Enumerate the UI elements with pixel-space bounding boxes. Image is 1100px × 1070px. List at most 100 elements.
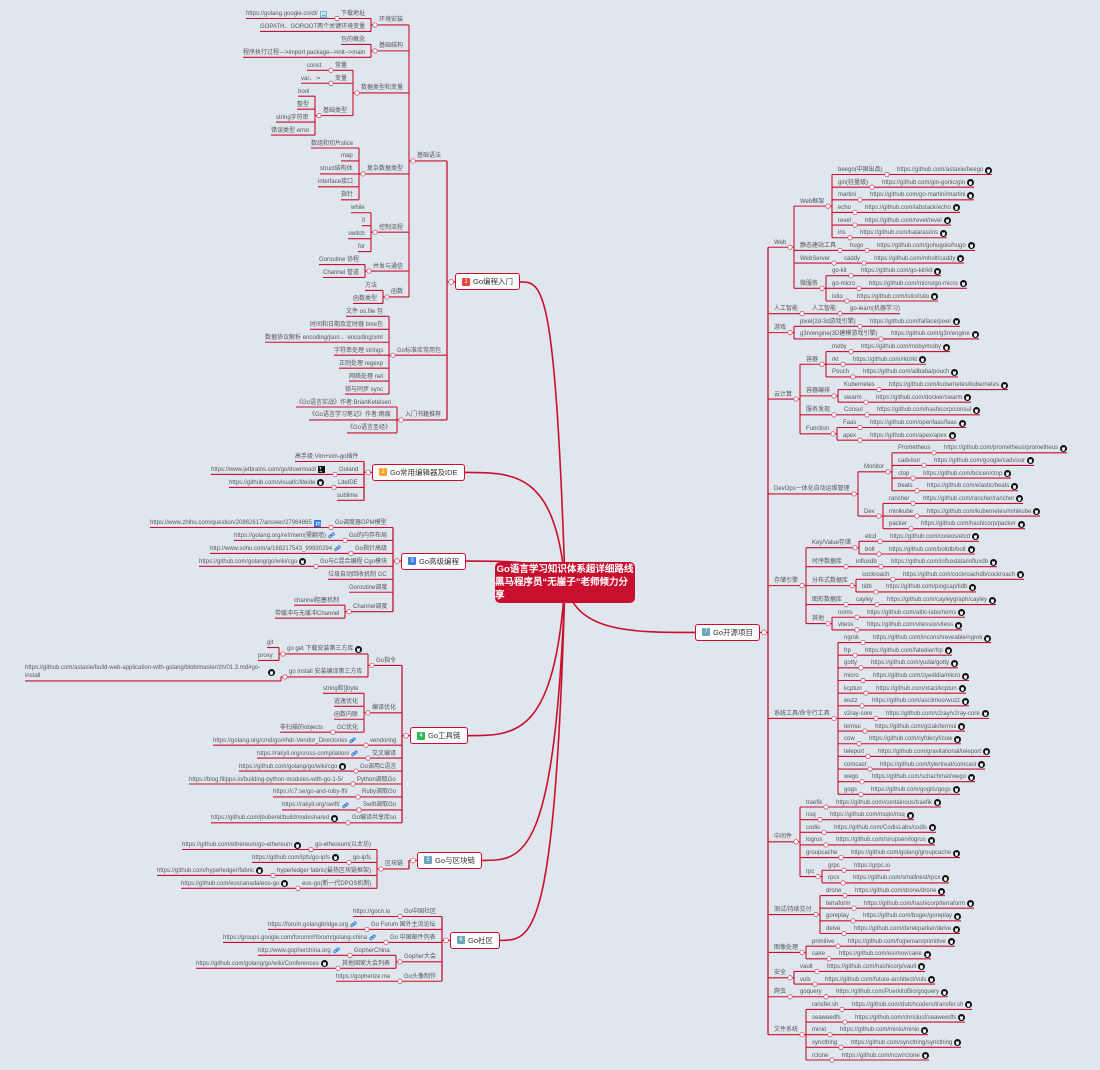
collapse-toggle[interactable] bbox=[847, 235, 853, 241]
mindmap-node[interactable]: groupcache bbox=[806, 849, 837, 857]
mindmap-node[interactable]: 数组和切片slice bbox=[311, 140, 353, 148]
url-text[interactable]: https://github.com/apex/apex bbox=[870, 432, 947, 439]
mindmap-node[interactable]: 区块链 bbox=[385, 860, 403, 868]
collapse-toggle[interactable] bbox=[850, 918, 856, 924]
github-icon[interactable] bbox=[958, 723, 966, 731]
github-icon[interactable] bbox=[1060, 444, 1068, 452]
collapse-toggle[interactable] bbox=[348, 550, 354, 557]
github-icon[interactable] bbox=[967, 546, 975, 553]
collapse-toggle[interactable] bbox=[854, 614, 860, 620]
url-text[interactable]: https://groups.google.com/forum/#!forum/… bbox=[223, 934, 368, 941]
url-link[interactable]: https://github.com/sirupsen/logrus bbox=[836, 836, 935, 844]
link-icon[interactable] bbox=[328, 532, 335, 539]
url-text[interactable]: https://github.com/go-martini/martini bbox=[870, 192, 966, 199]
github-icon[interactable] bbox=[927, 836, 935, 844]
mindmap-node[interactable]: 入门书籍推荐 bbox=[405, 411, 441, 419]
mindmap-node[interactable]: primitive bbox=[812, 938, 834, 946]
mindmap-node[interactable]: vendoring bbox=[370, 737, 396, 745]
mindmap-node[interactable]: iris bbox=[838, 229, 846, 237]
mindmap-node[interactable]: 文件 os.file 包 bbox=[346, 308, 383, 316]
mindmap-node[interactable]: Goroutine调度 bbox=[349, 584, 387, 592]
url-link[interactable]: https://blog.filippo.io/building-python-… bbox=[189, 776, 343, 784]
url-text[interactable]: https://github.com/golang/go/wiki/Confer… bbox=[196, 960, 319, 967]
github-icon[interactable] bbox=[332, 854, 340, 862]
url-link[interactable]: https://github.com/cyfdecyf/cow bbox=[869, 735, 962, 743]
url-link[interactable]: https://github.com/syncthing/syncthing bbox=[851, 1039, 962, 1047]
mindmap-node[interactable]: go-micro bbox=[832, 280, 855, 288]
github-icon[interactable] bbox=[954, 735, 962, 743]
mindmap-node[interactable]: 垃圾自动回收机制 GC bbox=[328, 571, 387, 579]
url-text[interactable]: https://github.com/bcicen/ctop bbox=[923, 470, 1003, 477]
mindmap-node[interactable]: GOPATH、GOROOT两个关键环境变量 bbox=[260, 23, 365, 31]
url-link[interactable]: https://github.com/moby/moby bbox=[861, 343, 951, 351]
github-icon[interactable] bbox=[959, 280, 967, 288]
zhihu-icon[interactable] bbox=[313, 519, 321, 527]
mindmap-node[interactable]: Go调用C语言 bbox=[360, 763, 396, 771]
mindmap-node[interactable]: moby bbox=[832, 343, 847, 351]
github-icon[interactable] bbox=[985, 166, 993, 174]
collapse-toggle[interactable] bbox=[863, 690, 869, 696]
collapse-toggle[interactable] bbox=[410, 158, 416, 164]
url-text[interactable]: https://github.com/fogleman/primitive bbox=[848, 938, 946, 945]
mindmap-node[interactable]: 逃逸优化 bbox=[334, 698, 358, 706]
url-link[interactable]: https://github.com/zyedidia/micro bbox=[873, 672, 970, 680]
collapse-toggle[interactable] bbox=[838, 1044, 844, 1050]
github-icon[interactable] bbox=[957, 255, 965, 263]
collapse-toggle[interactable] bbox=[313, 563, 319, 569]
collapse-toggle[interactable] bbox=[878, 564, 884, 570]
collapse-toggle[interactable] bbox=[390, 352, 396, 358]
mindmap-node[interactable]: cow bbox=[844, 735, 855, 743]
url-text[interactable]: https://github.com/hashicorp/vault bbox=[827, 963, 917, 970]
url-link[interactable]: https://github.com/schachmat/wego bbox=[872, 773, 976, 781]
mindmap-node[interactable]: go-ethereum(以太坊) bbox=[315, 841, 371, 849]
github-icon[interactable] bbox=[962, 697, 970, 705]
collapse-toggle[interactable] bbox=[363, 742, 369, 748]
mindmap-node[interactable]: proxy bbox=[258, 652, 273, 660]
github-icon[interactable] bbox=[1001, 381, 1009, 389]
collapse-toggle[interactable] bbox=[328, 524, 334, 531]
github-icon[interactable] bbox=[268, 668, 275, 676]
collapse-toggle[interactable] bbox=[840, 361, 846, 367]
mindmap-node[interactable]: bolt bbox=[865, 546, 875, 554]
mindmap-node[interactable]: caddy bbox=[844, 255, 860, 263]
mindmap-node[interactable]: g3n/engine(3D建模游戏引擎) bbox=[800, 330, 877, 338]
url-link[interactable]: https://github.com/ethereum/go-ethereum bbox=[182, 841, 302, 849]
collapse-toggle[interactable] bbox=[852, 209, 858, 216]
url-text[interactable]: https://github.com/attic-labs/noms bbox=[867, 609, 957, 616]
link-icon[interactable] bbox=[349, 737, 357, 744]
url-text[interactable]: https://github.com/hashicorp/terraform bbox=[864, 900, 966, 907]
mindmap-node[interactable]: swarm bbox=[844, 394, 862, 402]
mindmap-node[interactable]: 数据类型和变量 bbox=[361, 84, 403, 92]
github-icon[interactable] bbox=[984, 634, 992, 642]
link-icon[interactable] bbox=[341, 802, 349, 809]
url-link[interactable]: https://github.com/jbuberel/buildmodesha… bbox=[211, 814, 339, 822]
mindmap-node[interactable]: 高手级 Vim+vim-go插件 bbox=[295, 453, 358, 461]
github-icon[interactable] bbox=[281, 880, 289, 888]
mindmap-node[interactable]: 交叉编译 bbox=[372, 750, 396, 758]
url-link[interactable]: https://github.com/apex/apex bbox=[870, 432, 956, 440]
mindmap-node[interactable]: for bbox=[358, 243, 365, 251]
mindmap-node[interactable]: Goland bbox=[339, 466, 358, 474]
url-text[interactable]: https://blog.filippo.io/building-python-… bbox=[189, 776, 343, 783]
url-link[interactable]: https://github.com/coreos/etcd bbox=[890, 533, 980, 541]
collapse-toggle[interactable] bbox=[817, 817, 823, 823]
mindmap-node[interactable]: Function bbox=[806, 425, 829, 433]
collapse-toggle[interactable] bbox=[332, 471, 338, 478]
url-text[interactable]: https://github.com/visualfc/liteide bbox=[229, 479, 316, 486]
mindmap-node[interactable]: 爬虫 bbox=[774, 988, 786, 996]
collapse-toggle[interactable] bbox=[308, 846, 314, 853]
mindmap-node[interactable]: caire bbox=[812, 950, 825, 958]
url-text[interactable]: https://github.com/ethereum/go-ethereum bbox=[182, 842, 293, 848]
github-icon[interactable] bbox=[967, 242, 975, 250]
github-icon[interactable] bbox=[931, 293, 939, 300]
url-link[interactable]: https://github.com/CodisLabs/codis bbox=[834, 824, 937, 832]
mindmap-node[interactable]: comcast bbox=[844, 761, 866, 769]
collapse-toggle[interactable] bbox=[823, 842, 829, 848]
collapse-toggle[interactable] bbox=[366, 268, 372, 274]
url-link[interactable]: https://github.com/golang/groupcache bbox=[851, 849, 961, 857]
collapse-toggle[interactable] bbox=[328, 67, 334, 73]
collapse-toggle[interactable] bbox=[346, 859, 352, 866]
collapse-toggle[interactable] bbox=[372, 22, 378, 28]
url-link[interactable]: https://github.com/go-kit/kit bbox=[861, 267, 942, 275]
